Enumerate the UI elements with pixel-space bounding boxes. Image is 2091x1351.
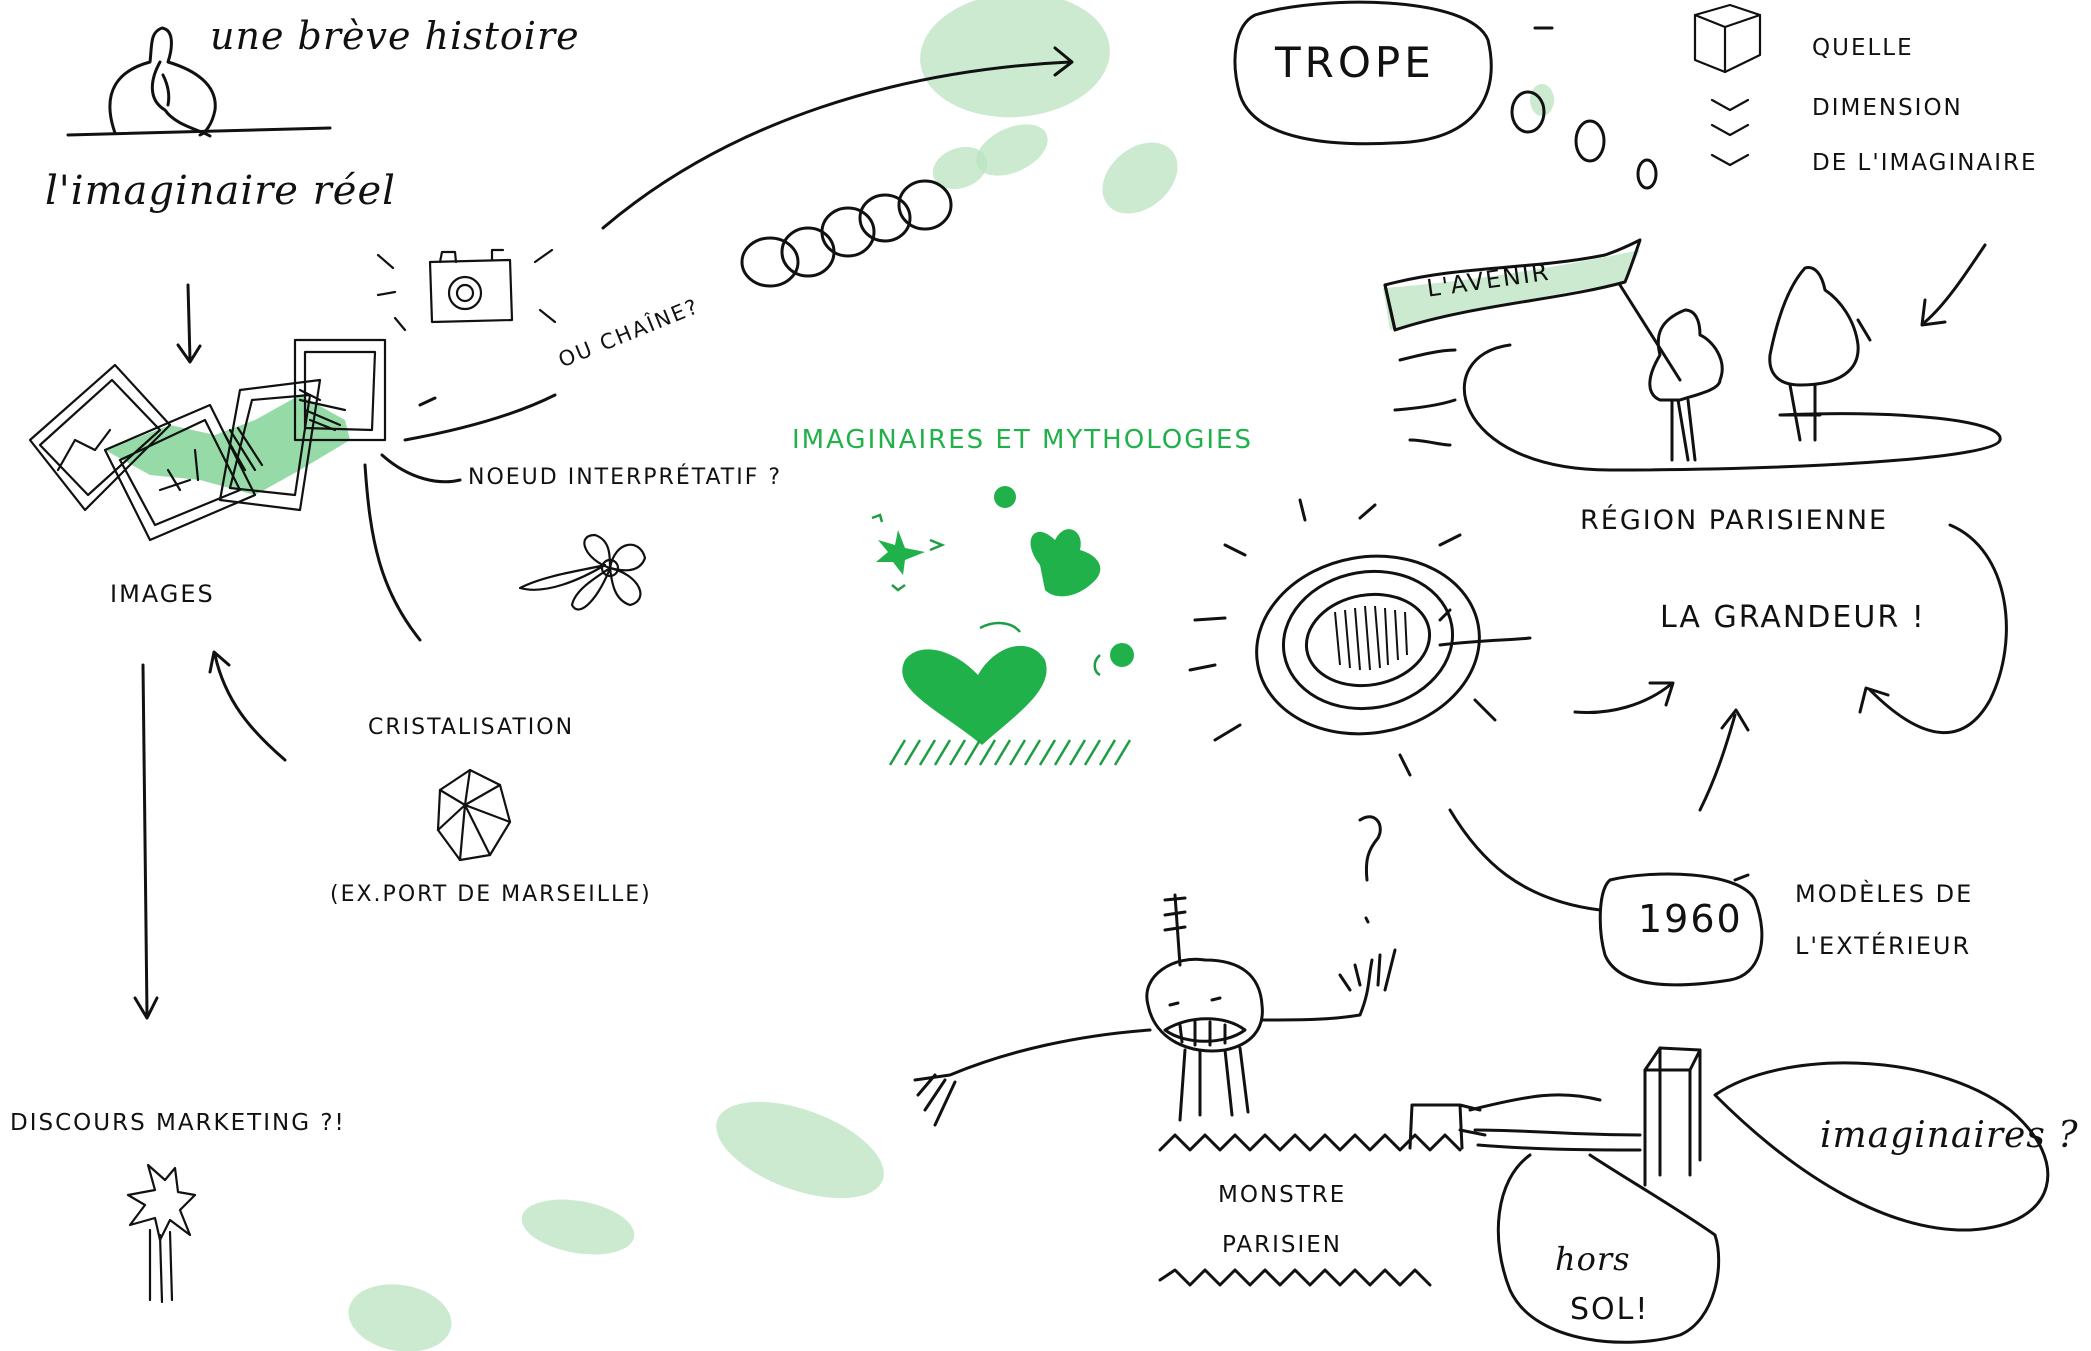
left-flow-arrows bbox=[133, 283, 287, 1020]
photo-connectors bbox=[363, 393, 557, 642]
noeud-interpretatif-label: NOEUD INTERPRÉTATIF ? bbox=[468, 465, 783, 490]
chain-links-icon bbox=[740, 179, 953, 288]
sol-label: SOL! bbox=[1570, 1292, 1650, 1327]
flower-knot-icon bbox=[518, 533, 647, 611]
crystal-icon bbox=[436, 768, 512, 862]
monster-icon bbox=[913, 815, 1462, 1287]
photo-stack-icon bbox=[28, 338, 387, 542]
dimension-arrow bbox=[1920, 243, 1987, 327]
quelle-label: QUELLE bbox=[1812, 35, 1914, 61]
imaginaires-et-mythologies-title: IMAGINAIRES ET MYTHOLOGIES bbox=[792, 425, 1253, 455]
region-parisienne-label: RÉGION PARISIENNE bbox=[1580, 505, 1889, 536]
de-limaginaire-label: DE L'IMAGINAIRE bbox=[1812, 150, 2038, 176]
ex-port-marseille-label: (EX.PORT DE MARSEILLE) bbox=[330, 882, 652, 907]
hearts-icon bbox=[871, 486, 1134, 766]
cristalisation-label: CRISTALISATION bbox=[368, 715, 575, 740]
trope-bubble bbox=[1233, 0, 1658, 190]
cube-icon bbox=[1693, 3, 1762, 167]
tower-icon bbox=[1408, 1046, 2050, 1344]
images-label: IMAGES bbox=[110, 580, 215, 608]
une-breve-histoire: une brève histoire bbox=[210, 14, 580, 58]
trope-label: TROPE bbox=[1275, 38, 1435, 87]
grandeur-arrows bbox=[1448, 523, 2008, 912]
imaginaire-reel: l'imaginaire réel bbox=[45, 168, 396, 214]
lexterieur-label: L'EXTÉRIEUR bbox=[1795, 932, 1972, 960]
camera-icon bbox=[376, 248, 557, 332]
walking-figures-icon bbox=[1383, 238, 2002, 472]
discours-marketing-label: DISCOURS MARKETING ?! bbox=[10, 1110, 346, 1136]
la-grandeur-label: LA GRANDEUR ! bbox=[1660, 600, 1926, 635]
trope-arrow bbox=[601, 46, 1074, 230]
vortex-icon bbox=[1188, 498, 1532, 777]
monstre-label: MONSTRE bbox=[1218, 1182, 1347, 1208]
hors-label: hors bbox=[1555, 1240, 1631, 1278]
year-1960-bubble bbox=[1598, 872, 1764, 987]
green-wash-blobs bbox=[348, 0, 1640, 1351]
parisien-label: PARISIEN bbox=[1222, 1232, 1343, 1258]
dimension-label: DIMENSION bbox=[1812, 95, 1963, 121]
year-1960-label: 1960 bbox=[1638, 897, 1743, 941]
star-rocket-icon bbox=[126, 1163, 197, 1304]
modeles-de-label: MODÈLES DE bbox=[1795, 880, 1974, 908]
imaginaires-question: imaginaires ? bbox=[1820, 1115, 2079, 1156]
thinker-icon bbox=[66, 26, 332, 138]
